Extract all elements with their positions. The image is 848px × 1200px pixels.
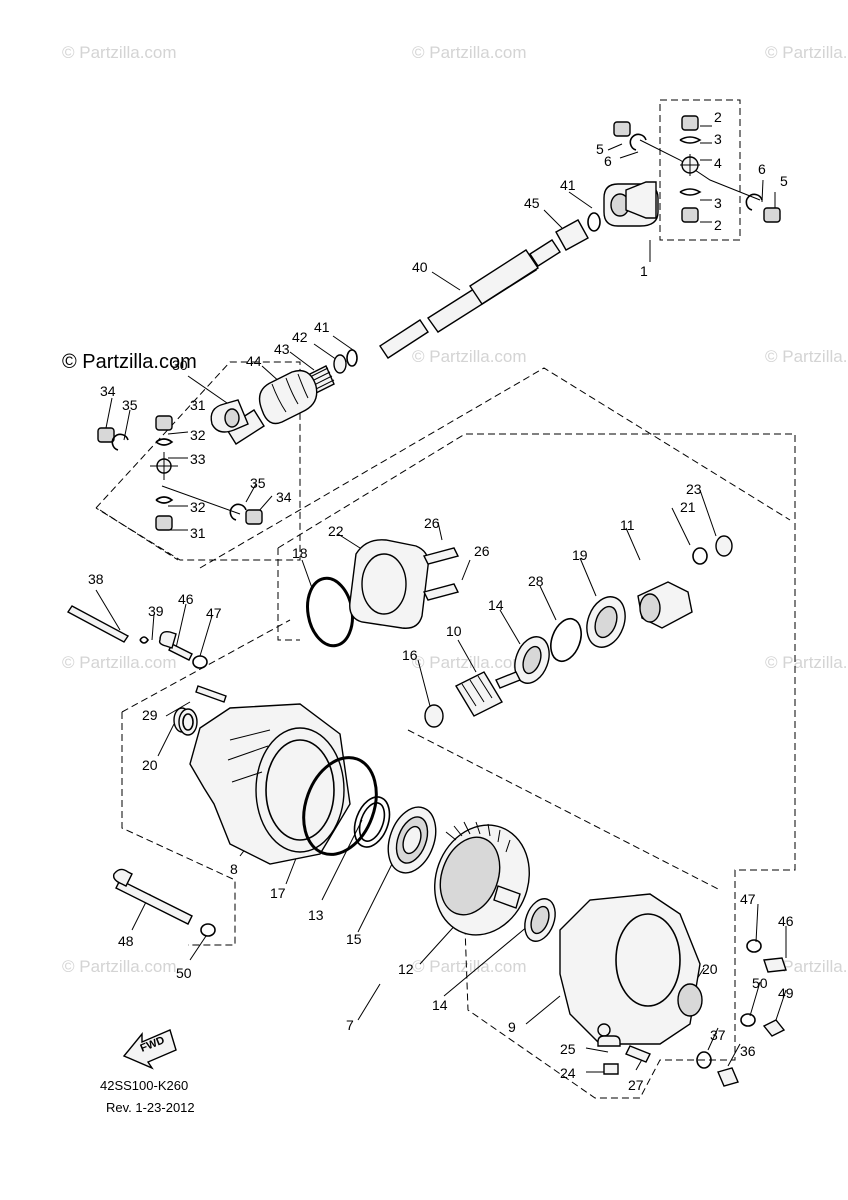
callout-29: 29 [142, 707, 158, 723]
seal-and-bearing [302, 756, 437, 874]
diagram-code: 42SS100-K260 [100, 1078, 188, 1093]
gear-housing-rear [559, 893, 703, 1075]
revision-date: Rev. 1-23-2012 [106, 1100, 195, 1115]
callout-31: 31 [190, 525, 206, 541]
fwd-arrow: FWD [122, 1029, 177, 1070]
callout-34: 34 [100, 383, 116, 399]
callout-41: 41 [314, 319, 330, 335]
callout-20: 20 [702, 961, 718, 977]
callout-50: 50 [752, 975, 768, 991]
group-outlines [95, 99, 796, 1099]
watermark: © Partzilla.com [412, 347, 527, 366]
callout-36: 36 [740, 1043, 756, 1059]
callout-21: 21 [680, 499, 696, 515]
callout-49: 49 [778, 985, 794, 1001]
callout-13: 13 [308, 907, 324, 923]
callout-14: 14 [432, 997, 448, 1013]
rear-fasteners [625, 939, 787, 1087]
callout-5: 5 [780, 173, 788, 189]
callout-numbers: 2 3 4 3 2 5 6 6 5 1 41 45 40 41 42 43 44… [88, 109, 794, 1093]
pin-and-bolt [66, 605, 227, 703]
callout-14: 14 [488, 597, 504, 613]
watermark: © Partzilla.com [62, 957, 177, 976]
callout-2: 2 [714, 109, 722, 125]
callout-32: 32 [190, 499, 206, 515]
callout-32: 32 [190, 427, 206, 443]
callout-18: 18 [292, 545, 308, 561]
callout-8: 8 [230, 861, 238, 877]
callout-5: 5 [596, 141, 604, 157]
callout-2: 2 [714, 217, 722, 233]
callout-1: 1 [640, 263, 648, 279]
drive-shaft [346, 212, 601, 367]
gear-housing-front [173, 703, 351, 865]
callout-17: 17 [270, 885, 286, 901]
callout-23: 23 [686, 481, 702, 497]
callout-11: 11 [620, 517, 635, 533]
parts: FWD [66, 115, 787, 1087]
watermark: © Partzilla.com [62, 43, 177, 62]
callout-43: 43 [274, 341, 290, 357]
callout-7: 7 [346, 1017, 354, 1033]
callout-39: 39 [148, 603, 164, 619]
callout-15: 15 [346, 931, 362, 947]
callout-37: 37 [710, 1027, 726, 1043]
watermark: © Partzilla.com [412, 43, 527, 62]
diagram-caption: 42SS100-K260 Rev. 1-23-2012 [100, 1078, 195, 1115]
callout-26: 26 [474, 543, 490, 559]
ring-gear [434, 821, 556, 942]
callout-33: 33 [190, 451, 206, 467]
callout-47: 47 [740, 891, 756, 907]
callout-48: 48 [118, 933, 134, 949]
callout-50: 50 [176, 965, 192, 981]
watermark: © Partzilla.com [765, 43, 848, 62]
callout-25: 25 [560, 1041, 576, 1057]
callout-3: 3 [714, 195, 722, 211]
callout-20: 20 [142, 757, 158, 773]
callout-46: 46 [778, 913, 794, 929]
callout-42: 42 [292, 329, 308, 345]
callout-34: 34 [276, 489, 292, 505]
watermark: © Partzilla.com [412, 653, 527, 672]
callout-24: 24 [560, 1065, 576, 1081]
watermark-dark: © Partzilla.com [62, 351, 197, 373]
callout-26: 26 [424, 515, 440, 531]
pinion-assembly [306, 535, 733, 728]
callout-9: 9 [508, 1019, 516, 1035]
watermark: © Partzilla.com [765, 347, 848, 366]
universal-joint-top [603, 115, 781, 227]
callout-44: 44 [246, 353, 262, 369]
callout-4: 4 [714, 155, 722, 171]
callout-22: 22 [328, 523, 344, 539]
callout-28: 28 [528, 573, 544, 589]
watermark: © Partzilla.com [412, 957, 527, 976]
callout-38: 38 [88, 571, 104, 587]
callout-35: 35 [122, 397, 138, 413]
universal-joint-left [97, 415, 263, 531]
callout-19: 19 [572, 547, 588, 563]
callout-30: 30 [172, 357, 188, 373]
callout-3: 3 [714, 131, 722, 147]
callout-6: 6 [758, 161, 766, 177]
seals [178, 708, 198, 736]
watermark: © Partzilla.com [765, 653, 848, 672]
watermark: © Partzilla.com [62, 653, 177, 672]
callout-40: 40 [412, 259, 428, 275]
callout-27: 27 [628, 1077, 644, 1093]
callout-10: 10 [446, 623, 462, 639]
callout-31: 31 [190, 397, 206, 413]
callout-16: 16 [402, 647, 418, 663]
long-bolt [112, 868, 216, 937]
callout-47: 47 [206, 605, 222, 621]
callout-45: 45 [524, 195, 540, 211]
callout-12: 12 [398, 961, 414, 977]
callout-41: 41 [560, 177, 576, 193]
watermark-layer: © Partzilla.com © Partzilla.com © Partzi… [62, 43, 848, 976]
callout-35: 35 [250, 475, 266, 491]
callout-6: 6 [604, 153, 612, 169]
boot-spring [210, 354, 347, 445]
callout-46: 46 [178, 591, 194, 607]
watermark: © Partzilla.com [765, 957, 848, 976]
